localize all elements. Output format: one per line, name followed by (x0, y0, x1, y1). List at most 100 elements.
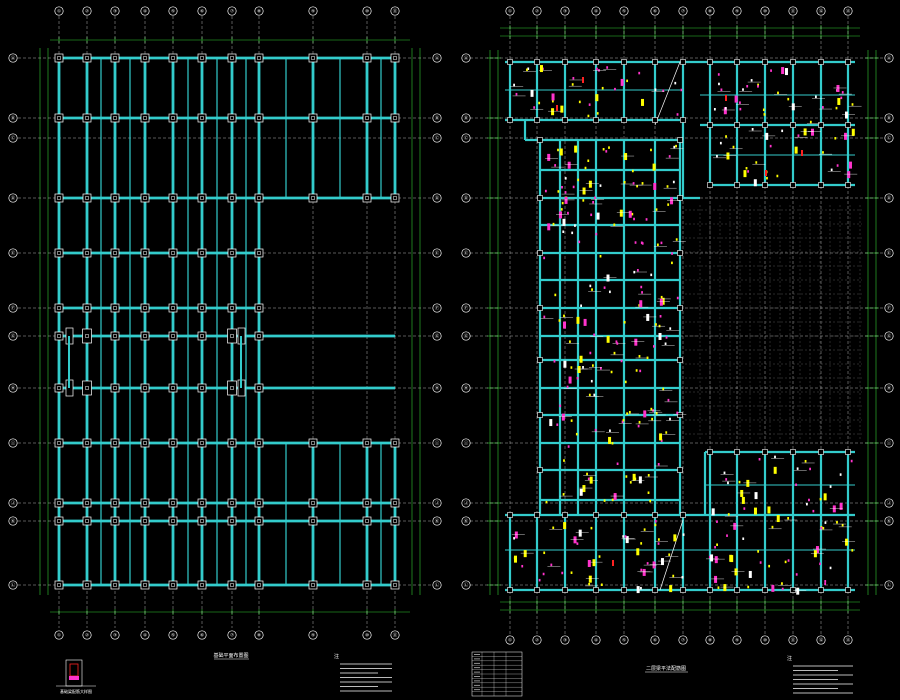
rebar-annotation-marker (636, 184, 639, 188)
axis-bubble-top-label: ⑧ (708, 9, 713, 15)
rebar-annotation-marker (624, 153, 628, 161)
axis-bubble-top (788, 6, 798, 16)
rebar-annotation-marker (795, 483, 797, 487)
axis-bubble-left (461, 516, 471, 526)
axis-bubble-right-label: Ⓔ (887, 250, 892, 257)
rebar-annotation-marker (586, 472, 588, 476)
rebar-annotation-marker (714, 556, 718, 564)
axis-bubble-left (8, 113, 18, 123)
column-section (257, 116, 261, 120)
column-section (143, 251, 147, 255)
rebar-annotation-marker (655, 411, 658, 415)
column-footing (362, 498, 372, 508)
column-footing (362, 113, 372, 123)
rebar-annotation-marker (727, 513, 730, 516)
column (790, 122, 796, 128)
rebar-annotation-marker (587, 559, 591, 567)
rebar-annotation-marker (567, 445, 570, 448)
axis-bubble-left (8, 498, 18, 508)
axis-bubble-left (461, 53, 471, 63)
rebar-annotation-marker (622, 535, 625, 538)
rebar-annotation-marker (629, 481, 632, 484)
axis-bubble-left-label: Ⓕ (464, 305, 469, 312)
rebar-annotation-marker (656, 243, 659, 247)
axis-bubble-bottom-label: ⑤ (622, 638, 627, 644)
rebar-annotation-marker (562, 230, 565, 233)
rebar-annotation-marker (577, 366, 581, 374)
rebar-annotation-marker (668, 155, 671, 158)
column-section (171, 56, 175, 60)
column-section (365, 116, 369, 120)
axis-bubble-left (461, 193, 471, 203)
axis-bubble-bottom-label: ⑪ (791, 637, 796, 644)
axis-bubble-right-label: Ⓕ (435, 305, 440, 312)
column-section (257, 334, 261, 338)
rebar-annotation-marker (599, 184, 602, 187)
column-footing (308, 438, 318, 448)
column-footing (54, 580, 64, 590)
rebar-annotation-marker (822, 526, 825, 530)
rebar-annotation-marker (813, 550, 817, 558)
axis-bubble-right-label: Ⓖ (887, 333, 892, 340)
rebar-annotation-marker (588, 582, 591, 586)
axis-bubble-right-label: Ⓔ (435, 250, 440, 257)
axis-bubble-top (732, 6, 742, 16)
rebar-annotation-marker (645, 218, 648, 221)
axis-bubble-bottom-label: ⑬ (846, 637, 851, 644)
rebar-annotation-marker (624, 535, 627, 538)
column-footing (110, 331, 120, 341)
rebar-annotation-marker (659, 315, 662, 318)
rebar-annotation-marker (829, 566, 832, 570)
axis-bubble-bottom (82, 630, 92, 640)
rebar-annotation-marker (633, 217, 635, 221)
column-section (200, 583, 204, 587)
axis-bubble-left (461, 383, 471, 393)
column-footing (362, 580, 372, 590)
rebar-annotation-marker (716, 520, 718, 523)
column-section (57, 583, 61, 587)
rebar-annotation-marker (758, 457, 761, 461)
rebar-annotation-marker (616, 342, 619, 345)
axis-bubble-bottom (591, 635, 601, 645)
rebar-annotation-marker (640, 285, 643, 289)
column-section (57, 334, 61, 338)
column-section (311, 519, 315, 523)
column-section (57, 501, 61, 505)
column-section (143, 583, 147, 587)
rebar-annotation-marker (822, 151, 824, 154)
axis-bubble-bottom-label: ⑥ (653, 638, 658, 644)
axis-bubble-bottom-label: ⑩ (763, 638, 768, 644)
rebar-annotation-marker (796, 467, 799, 470)
axis-bubble-bottom (705, 635, 715, 645)
axis-bubble-right-label: Ⓒ (887, 135, 892, 142)
rebar-annotation-marker (638, 304, 641, 307)
rebar-annotation-marker (576, 376, 579, 380)
axis-bubble-right (432, 303, 442, 313)
rebar-annotation-marker (650, 407, 653, 411)
column (562, 587, 568, 593)
axis-bubble-top (678, 6, 688, 16)
column (537, 357, 543, 363)
column (734, 122, 740, 128)
rebar-annotation-marker (526, 68, 528, 72)
rebar-annotation-marker (836, 521, 838, 524)
rebar-annotation-marker (771, 584, 775, 592)
rebar-annotation-marker (606, 335, 610, 343)
axis-bubble-bottom-label: ① (508, 638, 513, 644)
column-section (113, 334, 117, 338)
column-footing (168, 498, 178, 508)
column-footing (227, 516, 237, 526)
axis-bubble-bottom (650, 635, 660, 645)
axis-bubble-top (505, 6, 515, 16)
column-footing (227, 328, 237, 344)
column-section (113, 251, 117, 255)
column (534, 587, 540, 593)
column-section (143, 519, 147, 523)
rebar-annotation-marker (839, 473, 842, 476)
rebar-annotation-marker (751, 128, 754, 131)
rebar-annotation-marker (672, 180, 675, 184)
column-footing (82, 516, 92, 526)
column (507, 512, 513, 518)
axis-bubble-right (884, 303, 894, 313)
column-section (171, 334, 175, 338)
